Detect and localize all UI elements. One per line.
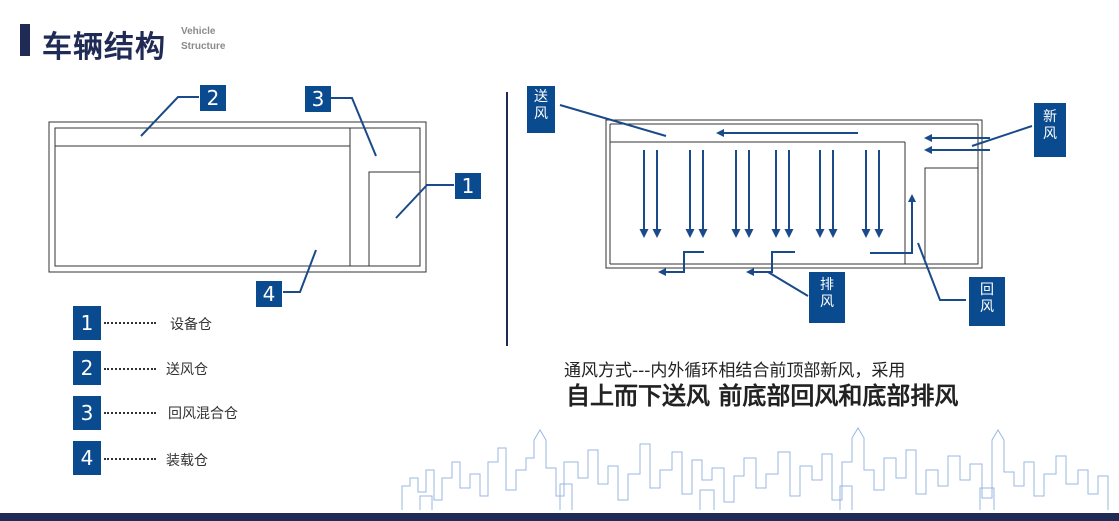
- equipment-compartment: [368, 171, 421, 267]
- legend-dots-3: [104, 412, 156, 414]
- legend-num-2: 2: [73, 351, 101, 385]
- return-air-label-char-1: 回: [980, 282, 994, 298]
- city-skyline-decoration: [401, 427, 1109, 510]
- fresh-air-label-char-2: 风: [1043, 126, 1057, 142]
- ventilation-caption-line-2: 自上而下送风 前底部回风和底部排风: [566, 382, 959, 410]
- legend-label-4: 装载仓: [166, 453, 208, 469]
- legend-num-3: 3: [73, 396, 101, 430]
- left-inner-frame: [54, 127, 421, 267]
- callout-3: 3: [305, 86, 331, 112]
- fresh-air-label-char-1: 新: [1043, 109, 1057, 125]
- left-vehicle-diagram: [48, 121, 427, 273]
- right-equipment-compartment: [924, 167, 979, 265]
- leader-1: [395, 184, 454, 219]
- leader-4: [283, 249, 317, 293]
- return-air-label-char-2: 风: [980, 299, 994, 315]
- supply-air-label-char-1: 送: [534, 89, 548, 105]
- exhaust-arrow-2: [746, 251, 795, 276]
- exhaust-air-label: 排 风: [809, 272, 845, 323]
- return-air-label: 回 风: [969, 277, 1005, 326]
- supply-air-label: 送 风: [527, 86, 555, 133]
- callout-2: 2: [200, 85, 226, 111]
- page-title: 车辆结构: [42, 30, 166, 65]
- subtitle-line-1: Vehicle: [181, 26, 216, 37]
- callout-1: 1: [455, 173, 481, 199]
- downward-supply-arrows: [639, 150, 884, 238]
- exhaust-arrow-1: [658, 251, 704, 276]
- footer-bar: [0, 513, 1119, 521]
- leader-2: [140, 96, 199, 137]
- supply-air-label-char-2: 风: [534, 106, 548, 122]
- legend-label-1: 设备仓: [170, 317, 212, 333]
- legend-dots-4: [104, 458, 156, 460]
- page-subtitle: Vehicle Structure: [181, 24, 225, 54]
- title-accent-bar: [20, 24, 30, 56]
- exhaust-air-label-char-1: 排: [820, 277, 834, 293]
- right-outer-frame: [605, 119, 983, 269]
- return-label-leader: [917, 242, 966, 301]
- legend-dots-1: [104, 322, 156, 324]
- subtitle-line-2: Structure: [181, 41, 226, 52]
- return-air-arrow: [870, 194, 916, 254]
- legend-num-1: 1: [73, 306, 101, 340]
- ventilation-caption-line-1: 通风方式---内外循环相结合前顶部新风，采用: [564, 361, 906, 381]
- callout-4: 4: [256, 281, 282, 307]
- supply-label-leader: [559, 104, 667, 137]
- fresh-label-leader: [971, 125, 1033, 147]
- exhaust-label-leader: [767, 271, 809, 297]
- left-outer-frame: [48, 121, 427, 273]
- leader-3: [330, 97, 377, 157]
- exhaust-air-label-char-2: 风: [820, 294, 834, 310]
- legend-label-3: 回风混合仓: [168, 406, 238, 422]
- legend-label-2: 送风仓: [166, 362, 208, 378]
- legend-num-4: 4: [73, 441, 101, 475]
- airflow-arrows: [559, 104, 1033, 301]
- legend-dots-2: [104, 368, 156, 370]
- fresh-air-label: 新 风: [1034, 103, 1066, 157]
- left-callout-leaders: [140, 96, 454, 293]
- right-vehicle-diagram: [605, 119, 983, 269]
